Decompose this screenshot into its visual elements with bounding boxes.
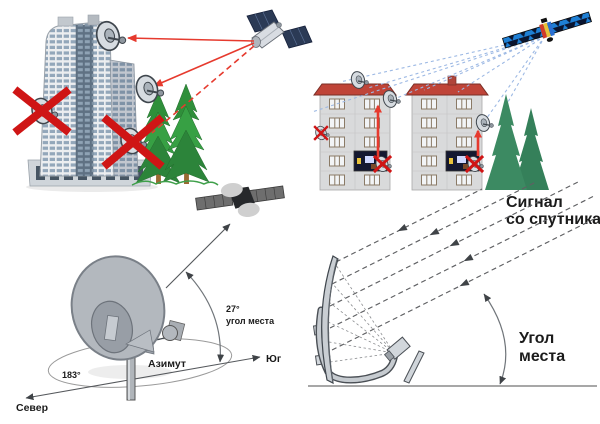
elevation-arc xyxy=(483,293,507,385)
window xyxy=(455,98,473,110)
window xyxy=(363,174,381,186)
tree-icon xyxy=(513,108,549,190)
blocked-x-icon xyxy=(313,125,329,141)
satellite-icon xyxy=(502,11,592,49)
window xyxy=(455,117,473,129)
blocked-x-icon xyxy=(101,114,165,170)
blocked-x-icon xyxy=(464,154,485,174)
pointing-arrow xyxy=(165,223,231,289)
window xyxy=(420,98,438,110)
signal-arrow xyxy=(153,42,255,87)
tree-icon xyxy=(485,94,527,190)
signal-from-satellite-label-line1: Сигнал xyxy=(506,194,563,211)
signal-from-satellite-label-line2: со спутника xyxy=(506,211,600,228)
south-label: Юг xyxy=(266,353,282,365)
window xyxy=(328,174,346,186)
window xyxy=(328,136,346,148)
elevation-caption-label: угол места xyxy=(226,316,275,326)
ray-arrowhead xyxy=(458,278,470,290)
dish-face-edge xyxy=(327,258,338,383)
dish-reflector xyxy=(321,255,339,385)
mount-arm xyxy=(316,307,398,383)
window xyxy=(455,136,473,148)
elevation-diagram: Угол места xyxy=(308,181,597,387)
satellite-icon xyxy=(195,182,285,217)
support-fin xyxy=(125,329,155,353)
elevation-value-label: 27° xyxy=(226,304,240,314)
highrise-building-icon xyxy=(27,14,153,187)
window xyxy=(420,174,438,186)
roof xyxy=(405,83,489,96)
window xyxy=(328,117,346,129)
azimuth-diagram: 27° угол места 183° Азимут Юг Север xyxy=(16,182,285,414)
signal-ray xyxy=(329,194,597,329)
satellite-dish-icon xyxy=(70,255,186,401)
blocked-signal-dashed-line xyxy=(151,45,255,134)
lnb xyxy=(383,336,411,362)
elevation-angle-label-line2: места xyxy=(519,348,565,365)
signal-ray xyxy=(335,188,483,263)
hub-bracket xyxy=(103,314,120,342)
satellite-icon xyxy=(246,9,313,49)
incoming-signal-rays xyxy=(329,181,597,351)
blocked-x-icon xyxy=(372,154,393,174)
blocked-x-icon xyxy=(12,86,72,136)
building-icon xyxy=(405,75,489,191)
correct-installation-scene: Сигнал со спутника xyxy=(311,11,600,228)
blocked-dishes-scene xyxy=(12,9,313,192)
window xyxy=(420,155,438,167)
window xyxy=(420,136,438,148)
support-leg xyxy=(403,350,425,384)
ray-arrowhead xyxy=(462,253,474,265)
north-label: Север xyxy=(16,402,48,414)
ray-arrowhead xyxy=(428,227,440,239)
roof xyxy=(313,83,397,96)
lnb xyxy=(162,325,178,341)
window xyxy=(455,174,473,186)
azimuth-caption-label: Азимут xyxy=(148,358,186,370)
ray-arrowhead xyxy=(396,223,408,235)
rooftop-structure xyxy=(57,16,74,27)
rooftop-structure xyxy=(87,14,100,26)
offset-dish-icon xyxy=(312,255,425,385)
ray-arrowhead xyxy=(448,238,460,250)
building-glass-column xyxy=(75,24,94,177)
elevation-angle-label-line1: Угол xyxy=(519,330,554,347)
signal-arrow xyxy=(127,34,255,43)
window xyxy=(328,155,346,167)
azimuth-value-label: 183° xyxy=(62,370,81,380)
reflected-rays xyxy=(327,261,395,363)
pine-tree-icon xyxy=(162,83,210,184)
window xyxy=(420,117,438,129)
grass xyxy=(131,180,219,186)
north-south-axis xyxy=(25,354,261,401)
elevation-arc xyxy=(185,271,225,363)
chimney xyxy=(447,75,457,86)
